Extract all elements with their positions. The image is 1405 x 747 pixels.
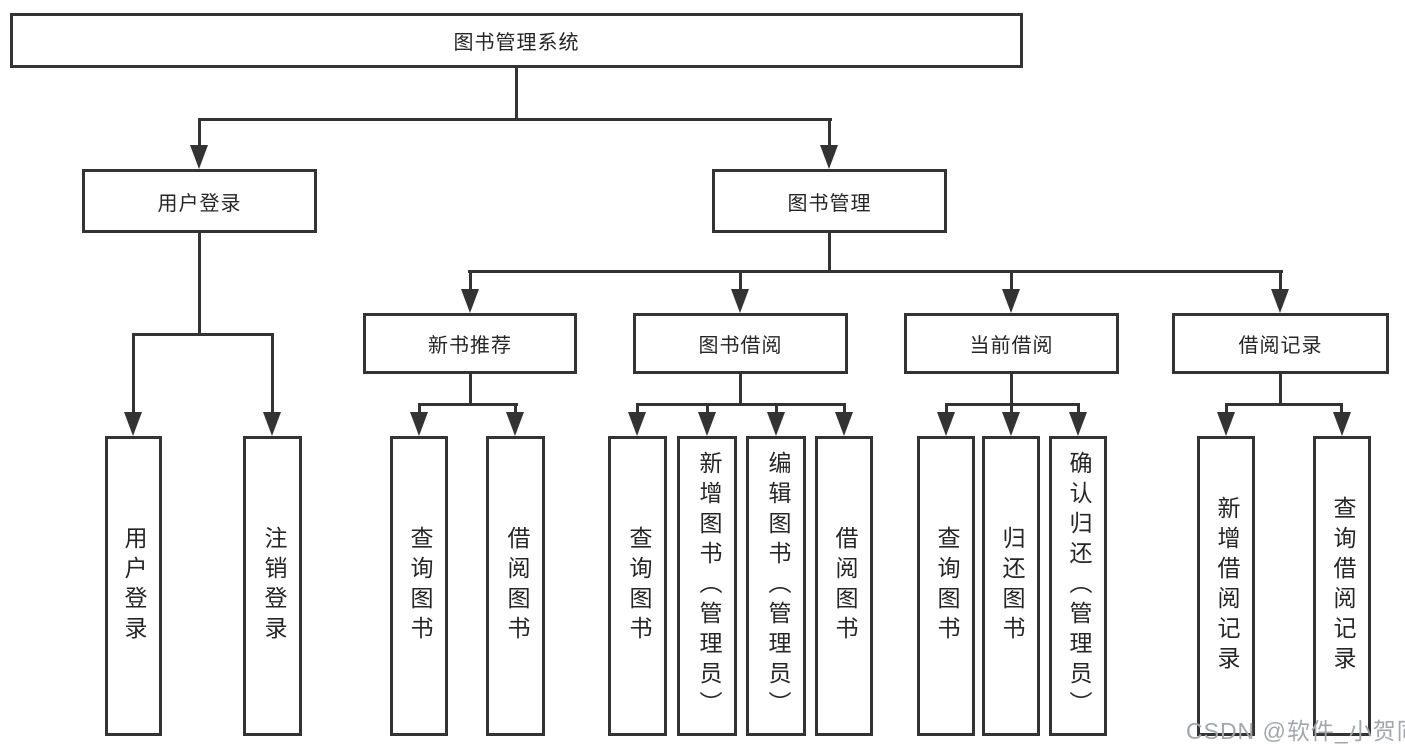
arrowhead-icon	[410, 412, 428, 436]
arrowhead-icon	[1333, 412, 1351, 436]
connector-drop	[706, 403, 709, 416]
arrowhead-icon	[628, 412, 646, 436]
leaf-borrowing-query-book: 查询图书	[608, 436, 667, 736]
connector-user-login-drop	[198, 118, 201, 148]
connector-drop	[1225, 403, 1228, 416]
connector-group-bar	[418, 403, 518, 406]
arrowhead-icon	[698, 412, 716, 436]
leaf-current-query-book: 查询图书	[917, 436, 975, 736]
arrowhead-icon	[1002, 412, 1020, 436]
connector-drop	[271, 333, 274, 414]
arrowhead-icon	[461, 289, 479, 313]
connector-book-mgmt-stem	[828, 233, 831, 273]
connector-group-bar	[1225, 403, 1343, 406]
leaf-confirm-return-admin: 确认归还（管理员）	[1049, 436, 1107, 736]
connector-drop	[1010, 270, 1013, 292]
connector-root-stem	[515, 68, 518, 121]
leaf-rec-query-book: 查询图书	[390, 436, 448, 736]
connector-group-stem	[1279, 374, 1282, 406]
node-user-login: 用户登录	[82, 169, 317, 233]
connector-group-bar	[636, 403, 846, 406]
connector-book-mgmt-drop	[828, 118, 831, 148]
connector-drop	[132, 333, 135, 414]
connector-drop	[775, 403, 778, 416]
connector-drop	[469, 270, 472, 292]
leaf-add-book-admin: 新增图书（管理员）	[677, 436, 737, 736]
connector-level1-bar	[198, 118, 832, 121]
arrowhead-icon	[124, 412, 142, 436]
connector-drop	[739, 270, 742, 292]
leaf-return-book: 归还图书	[982, 436, 1040, 736]
connector-drop	[843, 403, 846, 416]
leaf-logout: 注销登录	[243, 436, 302, 736]
node-new-book-recommendation: 新书推荐	[363, 313, 577, 374]
connector-drop	[514, 403, 517, 416]
arrowhead-icon	[1217, 412, 1235, 436]
arrowhead-icon	[1271, 289, 1289, 313]
arrowhead-icon	[835, 412, 853, 436]
arrowhead-icon	[190, 145, 208, 169]
connector-group-stem	[469, 374, 472, 406]
connector-drop	[1279, 270, 1282, 292]
leaf-rec-borrow-book: 借阅图书	[486, 436, 545, 736]
arrowhead-icon	[1069, 412, 1087, 436]
connector-level2-bar	[468, 270, 1283, 273]
leaf-add-borrow-record: 新增借阅记录	[1197, 436, 1255, 736]
arrowhead-icon	[506, 412, 524, 436]
watermark: CSDN @软件_小贺同学	[1186, 718, 1405, 744]
arrowhead-icon	[937, 412, 955, 436]
node-book-borrowing: 图书借阅	[633, 313, 848, 374]
node-library-management-system: 图书管理系统	[10, 13, 1023, 68]
connector-group-stem	[1010, 374, 1013, 406]
connector-drop	[1010, 403, 1013, 416]
connector-user-login-bar	[132, 333, 274, 336]
connector-group-stem	[739, 374, 742, 406]
arrowhead-icon	[767, 412, 785, 436]
node-current-borrowing: 当前借阅	[904, 313, 1119, 374]
leaf-edit-book-admin: 编辑图书（管理员）	[746, 436, 806, 736]
leaf-borrowing-borrow-book: 借阅图书	[815, 436, 873, 736]
connector-drop	[1340, 403, 1343, 416]
leaf-user-login: 用户登录	[105, 436, 162, 736]
arrowhead-icon	[263, 412, 281, 436]
leaf-query-borrow-record: 查询借阅记录	[1313, 436, 1371, 736]
connector-drop	[418, 403, 421, 416]
arrowhead-icon	[1002, 289, 1020, 313]
arrowhead-icon	[731, 289, 749, 313]
connector-drop	[945, 403, 948, 416]
node-book-management: 图书管理	[712, 169, 947, 233]
connector-drop	[1077, 403, 1080, 416]
connector-user-login-stem	[198, 233, 201, 336]
node-borrowing-records: 借阅记录	[1172, 313, 1389, 374]
connector-drop	[636, 403, 639, 416]
arrowhead-icon	[820, 145, 838, 169]
